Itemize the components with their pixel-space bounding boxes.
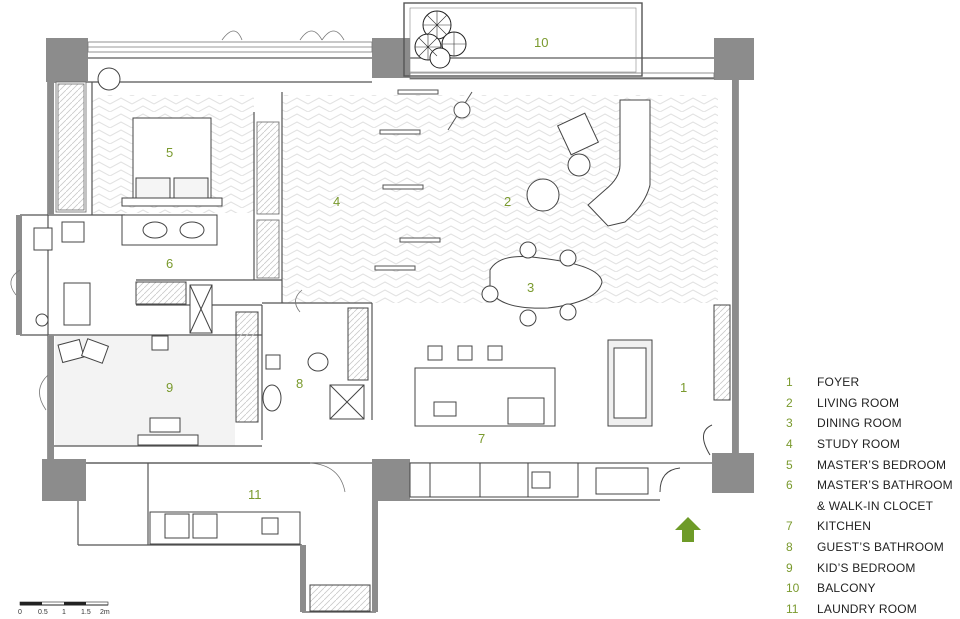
legend-num: 4: [786, 437, 793, 452]
legend-item-kids-bedroom: 9 KID’S BEDROOM: [786, 557, 956, 578]
legend-item-balcony: 10 BALCONY: [786, 578, 956, 599]
legend-label: STUDY ROOM: [817, 437, 901, 452]
foyer-cabinet: [607, 304, 731, 493]
kids-bedroom-furniture: [57, 311, 259, 446]
kitchen-counter: [409, 462, 649, 498]
room-number-7: 7: [478, 431, 485, 446]
legend-label-continued: & WALK-IN CLOCET: [817, 498, 934, 513]
legend-num: 9: [786, 560, 793, 575]
legend-num: 8: [786, 540, 793, 555]
room-number-2: 2: [504, 194, 511, 209]
legend-num: 6: [786, 478, 793, 493]
legend-item-masters-bathroom: 6 MASTER’S BATHROOM: [786, 475, 956, 496]
legend-label: KID’S BEDROOM: [817, 560, 916, 575]
room-number-8: 8: [296, 376, 303, 391]
legend-num: 3: [786, 416, 793, 431]
legend-label: LIVING ROOM: [817, 395, 900, 410]
study-shelves: [256, 121, 280, 279]
legend-item-foyer: 1 FOYER: [786, 372, 956, 393]
legend-item-masters-bedroom: 5 MASTER’S BEDROOM: [786, 454, 956, 475]
legend-item-laundry-room: 11 LAUNDRY ROOM: [786, 599, 956, 619]
legend-num: 7: [786, 519, 793, 534]
scale-tick-2: 1: [62, 609, 66, 616]
legend-num: 5: [786, 457, 793, 472]
legend-label: MASTER’S BATHROOM: [817, 478, 953, 493]
scale-tick-3: 1.5: [81, 609, 91, 616]
legend-item-walk-in-closet: & WALK-IN CLOCET: [786, 496, 956, 517]
legend-label: LAUNDRY ROOM: [817, 601, 917, 616]
legend-item-living-room: 2 LIVING ROOM: [786, 393, 956, 414]
sofa: [526, 99, 651, 227]
room-legend: 1 FOYER 2 LIVING ROOM 3 DINING ROOM 4 STUDY …: [786, 372, 956, 619]
legend-label: DINING ROOM: [817, 416, 902, 431]
room-number-1: 1: [680, 380, 687, 395]
legend-item-study-room: 4 STUDY ROOM: [786, 434, 956, 455]
legend-item-kitchen: 7 KITCHEN: [786, 516, 956, 537]
room-number-labels: 1 2 3 4 5 6 7 8 9 10 11: [166, 35, 687, 502]
laundry-fixtures: [149, 511, 371, 612]
doors: [10, 269, 346, 493]
room-number-3: 3: [527, 280, 534, 295]
legend-label: BALCONY: [817, 581, 876, 596]
scale-tick-0: 0: [18, 609, 22, 616]
scale-bar: 0 0.5 1 1.5 2m: [18, 601, 110, 616]
legend-label: MASTER’S BEDROOM: [817, 457, 947, 472]
bathroom-vanity: [33, 214, 218, 334]
legend-label: FOYER: [817, 375, 860, 390]
legend-num: 2: [786, 395, 793, 410]
legend-label: GUEST’S BATHROOM: [817, 540, 944, 555]
room-number-11: 11: [248, 487, 262, 502]
legend-label: KITCHEN: [817, 519, 872, 534]
plant-icon: [414, 10, 467, 69]
legend-num: 10: [786, 581, 800, 596]
room-number-6: 6: [166, 256, 173, 271]
scale-tick-4: 2m: [100, 609, 110, 616]
kitchen-island: [414, 345, 556, 427]
dining-table: [481, 241, 603, 327]
top-windows: [87, 30, 715, 80]
guest-bathroom-fixtures: [262, 307, 369, 420]
legend-item-dining-room: 3 DINING ROOM: [786, 413, 956, 434]
side-tables: [374, 89, 473, 271]
scale-tick-1: 0.5: [38, 609, 48, 616]
legend-item-guests-bathroom: 8 GUEST’S BATHROOM: [786, 537, 956, 558]
master-bed: [97, 67, 223, 207]
legend-num: 1: [786, 375, 793, 390]
legend-num: 11: [786, 601, 799, 616]
up-arrow-icon: [675, 517, 701, 542]
room-number-9: 9: [166, 380, 173, 395]
room-number-4: 4: [333, 194, 340, 209]
master-wardrobe: [55, 81, 87, 213]
balcony: [403, 2, 643, 77]
room-number-10: 10: [534, 35, 548, 50]
room-number-5: 5: [166, 145, 173, 160]
